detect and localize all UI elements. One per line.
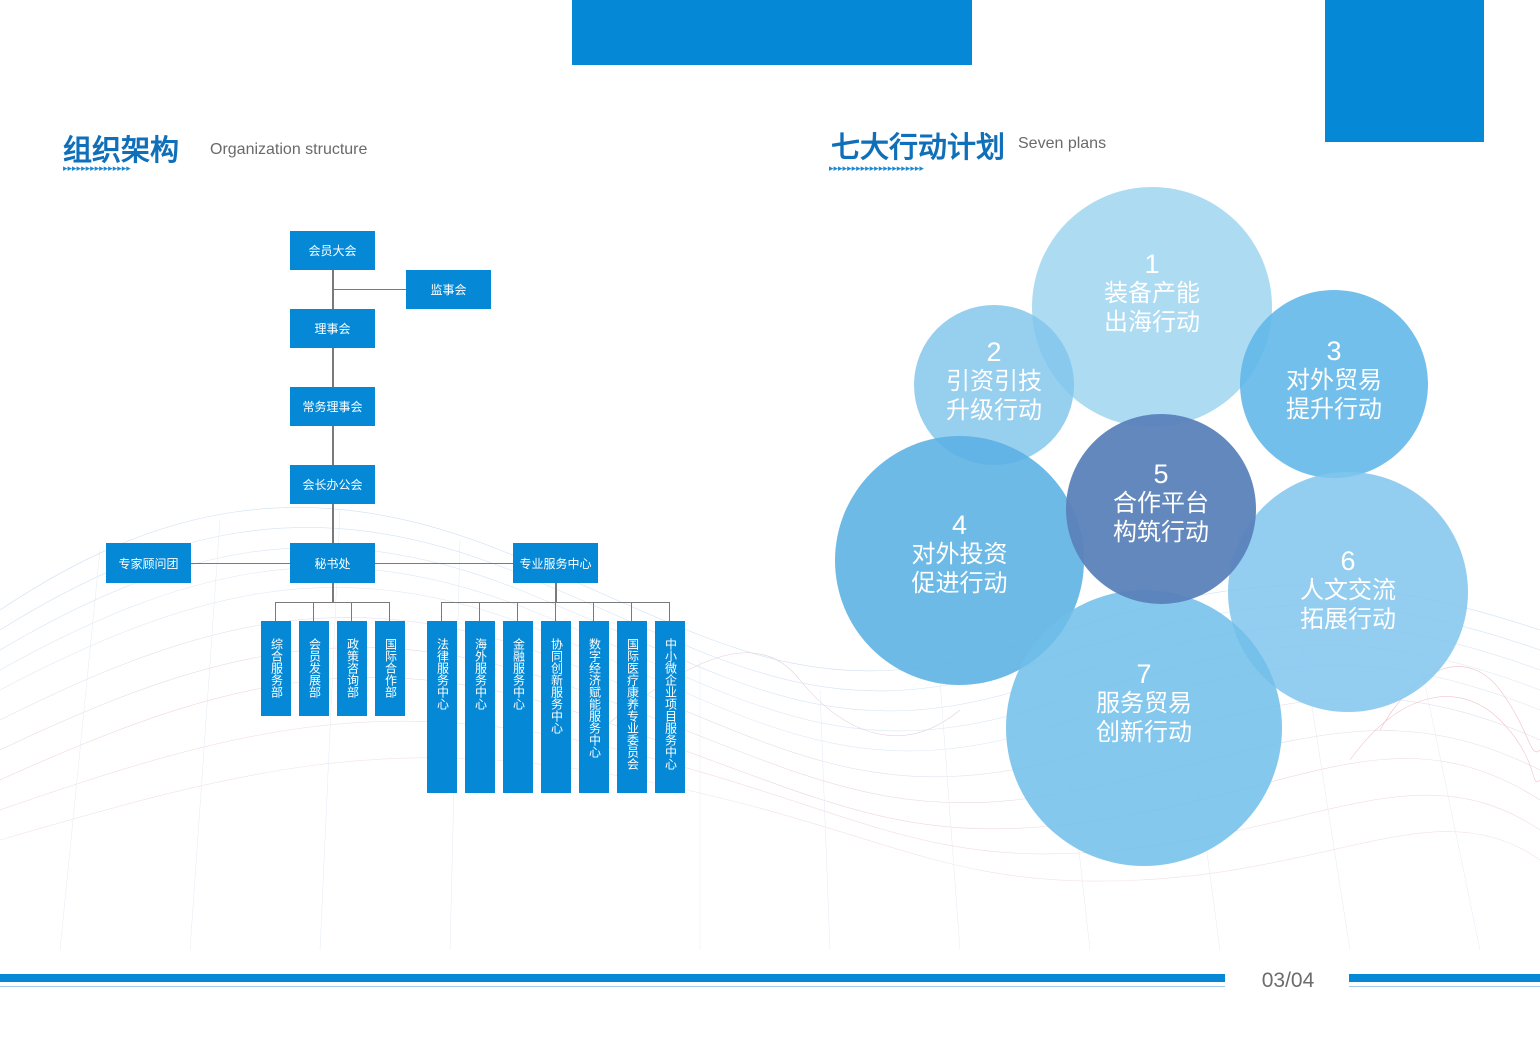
org-department: 会员发展部 (299, 621, 329, 716)
org-service-center: 金融服务中心 (503, 621, 533, 793)
org-box-standing-council: 常务理事会 (290, 387, 375, 426)
org-service-center: 国际医疗康养专业委员会 (617, 621, 647, 793)
org-service-center: 数字经济赋能服务中心 (579, 621, 609, 793)
org-service-center: 法律服务中心 (427, 621, 457, 793)
footer-rule-right (1349, 986, 1540, 987)
title-arrow-decoration: ▸▸▸▸▸▸▸▸▸▸▸▸▸▸▸▸▸▸▸▸▸ (829, 164, 924, 174)
footer-rule-left (0, 986, 1225, 987)
org-department: 政策咨询部 (337, 621, 367, 716)
page-number: 03/04 (1261, 969, 1315, 992)
org-department: 综合服务部 (261, 621, 291, 716)
org-box-pro-service-center: 专业服务中心 (513, 543, 598, 583)
seven-plans-title: 七大行动计划 (831, 130, 1006, 164)
org-department: 国际合作部 (375, 621, 405, 716)
org-box-expert-panel: 专家顾问团 (106, 543, 191, 583)
org-box-supervisory-board: 监事会 (406, 270, 491, 309)
org-service-center: 中小微企业项目服务中心 (655, 621, 685, 793)
org-box-general-assembly: 会员大会 (290, 231, 375, 270)
footer-bar-left (0, 974, 1225, 982)
org-box-council: 理事会 (290, 309, 375, 348)
footer-bar-right (1349, 974, 1540, 982)
org-structure-subtitle: Organization structure (210, 141, 368, 158)
org-box-secretariat: 秘书处 (290, 543, 375, 583)
org-structure-title: 组织架构 (63, 133, 180, 167)
top-right-accent-block (1325, 0, 1484, 142)
org-service-center: 协同创新服务中心 (541, 621, 571, 793)
seven-plans-subtitle: Seven plans (1018, 135, 1107, 152)
title-arrow-decoration: ▸▸▸▸▸▸▸▸▸▸▸▸▸▸▸ (63, 164, 131, 174)
org-box-presidents-office: 会长办公会 (290, 465, 375, 504)
top-accent-bar (572, 0, 972, 65)
org-service-center: 海外服务中心 (465, 621, 495, 793)
